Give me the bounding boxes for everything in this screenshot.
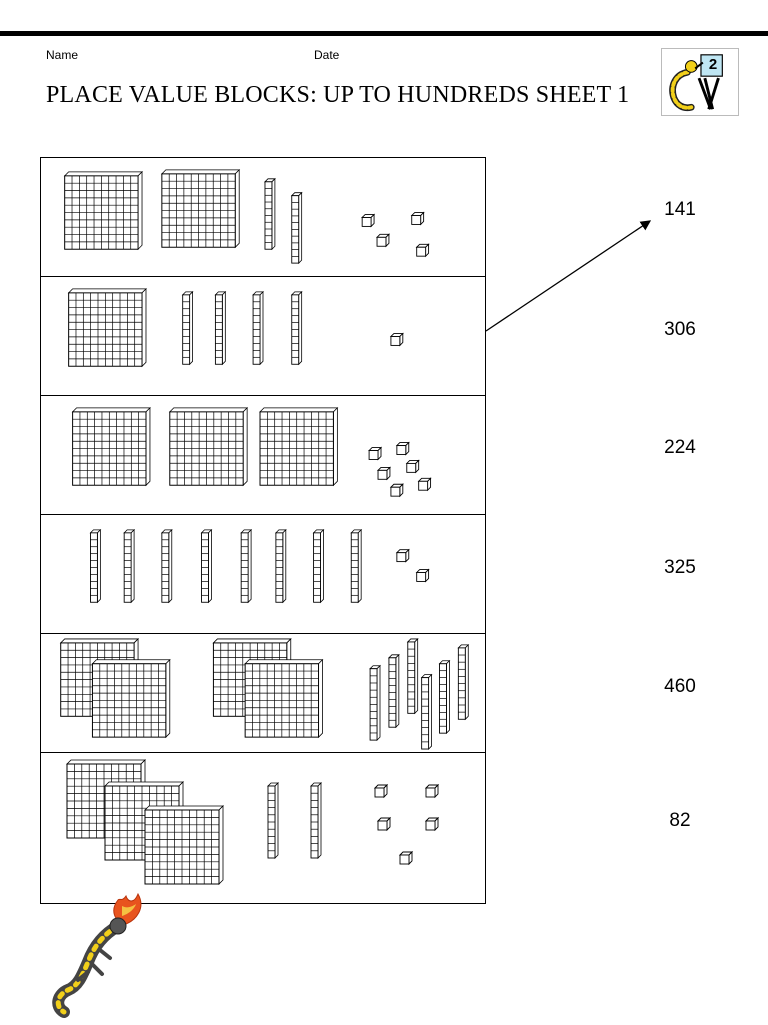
date-label: Date: [314, 48, 340, 62]
hundred-flat-icon: [63, 170, 143, 251]
unit-cube-icon: [375, 233, 391, 248]
block-row-1-svg: [63, 168, 430, 265]
unit-cube-icon: [417, 477, 432, 492]
block-row-1: [41, 158, 485, 277]
hundred-flat-icon: [160, 168, 241, 249]
name-label: Name: [46, 48, 79, 62]
hundred-flat-icon: [91, 658, 171, 739]
block-row-6-svg: [66, 759, 440, 885]
unit-cube-icon: [405, 459, 420, 474]
answer-5: 460: [664, 676, 696, 697]
ten-rod-icon: [181, 290, 194, 366]
hundred-flat-icon: [67, 287, 147, 368]
unit-cube-icon: [415, 243, 430, 258]
ten-rod-icon: [420, 673, 433, 750]
ten-rod-icon: [252, 290, 264, 366]
hundred-flat-icon: [71, 406, 151, 487]
ten-rod-icon: [438, 659, 451, 735]
answer-2: 306: [664, 319, 696, 340]
ten-rod-icon: [310, 782, 322, 859]
ten-rod-icon: [267, 782, 279, 859]
answer-3: 224: [664, 437, 696, 458]
block-row-5-svg: [59, 638, 470, 750]
ten-rod-icon: [369, 664, 381, 742]
unit-cube-icon: [424, 816, 440, 832]
ten-rod-icon: [200, 528, 213, 604]
unit-cube-icon: [395, 441, 410, 456]
unit-cube-icon: [389, 332, 404, 347]
unit-cube-icon: [410, 211, 425, 226]
hundred-flat-icon: [259, 406, 339, 487]
unit-cube-icon: [395, 548, 410, 563]
ten-rod-icon: [406, 638, 419, 715]
page-title: PLACE VALUE BLOCKS: UP TO HUNDREDS SHEET…: [46, 82, 630, 108]
ten-rod-icon: [160, 528, 173, 604]
answer-1: 141: [664, 199, 696, 220]
answer-6: 82: [669, 810, 691, 831]
ten-rod-icon: [290, 290, 303, 366]
unit-cube-icon: [368, 446, 383, 461]
ten-rod-icon: [290, 191, 303, 265]
ten-rod-icon: [214, 290, 227, 366]
top-rule: [0, 31, 768, 36]
unit-cube-icon: [361, 213, 376, 228]
hundred-flat-icon: [244, 658, 324, 739]
block-row-6: [41, 753, 485, 903]
badge-number: 2: [708, 56, 718, 73]
unit-cube-icon: [376, 466, 392, 481]
block-row-2-svg: [67, 287, 404, 368]
block-row-2: [41, 277, 485, 396]
ten-rod-icon: [264, 177, 276, 251]
unit-cube-icon: [389, 483, 404, 498]
unit-cube-icon: [424, 783, 440, 799]
ten-rod-icon: [387, 653, 400, 729]
ten-rod-icon: [89, 528, 102, 604]
ten-rod-icon: [274, 528, 287, 604]
unit-cube-icon: [373, 783, 389, 799]
blocks-panel: [40, 157, 486, 904]
hundred-flat-icon: [168, 406, 249, 487]
hundred-flat-icon: [144, 805, 224, 885]
ten-rod-icon: [457, 643, 470, 721]
ten-rod-icon: [240, 528, 253, 604]
block-row-3-svg: [71, 406, 432, 498]
block-row-4-svg: [89, 528, 430, 604]
answer-4: 325: [664, 557, 696, 578]
unit-cube-icon: [398, 850, 414, 866]
fire-salamander-icon: [48, 890, 158, 1020]
block-row-4: [41, 515, 485, 634]
ten-rod-icon: [123, 528, 136, 604]
ten-rod-icon: [350, 528, 363, 604]
unit-cube-icon: [376, 816, 392, 832]
unit-cube-icon: [415, 568, 430, 583]
block-row-5: [41, 634, 485, 753]
block-row-3: [41, 396, 485, 515]
salamander-easel-logo-icon: 2: [661, 48, 739, 116]
ten-rod-icon: [312, 528, 325, 604]
